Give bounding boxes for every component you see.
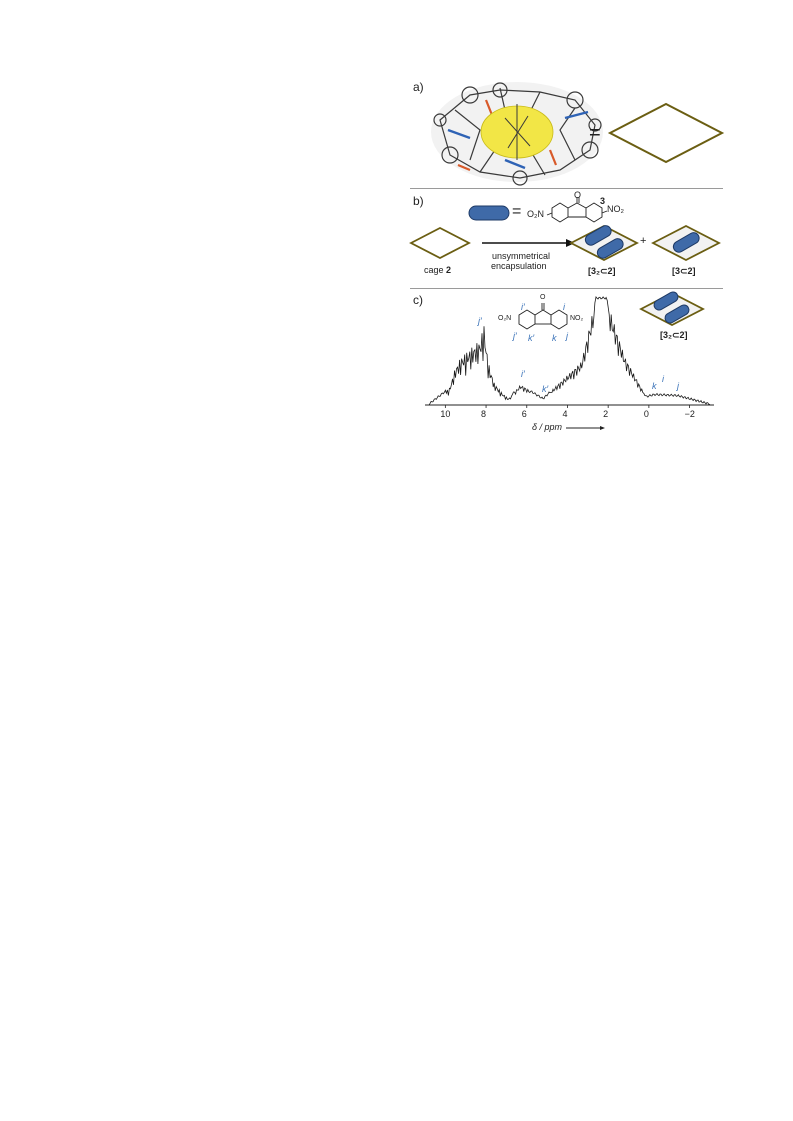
x-tick-label: −2 — [684, 409, 695, 419]
mol-label-i: i — [563, 302, 565, 312]
peak-label-k-prime: k′ — [542, 384, 549, 394]
inset-product-cage — [639, 291, 705, 327]
fluorenone-structure-c — [518, 303, 568, 330]
product-two-guest-label: [3₂⊂2] — [588, 266, 616, 276]
panel-c-label: c) — [413, 293, 423, 307]
nmr-spectrum — [425, 295, 714, 430]
x-tick-label: 0 — [643, 409, 649, 419]
mol-label-k: k — [552, 333, 557, 343]
panel-b-label: b) — [413, 194, 424, 208]
x-tick-label: 2 — [603, 409, 609, 419]
product-one-guest-label: [3⊂2] — [672, 266, 696, 276]
guest-pill-icon — [468, 205, 510, 221]
ketone-o-label: O — [574, 190, 582, 200]
divider-b-c — [410, 288, 723, 289]
fluorenone-structure-b — [546, 197, 608, 223]
inset-product-label: [3₂⊂2] — [660, 330, 688, 340]
crystal-structure-image — [431, 82, 603, 186]
cage-rhombus-a — [607, 102, 725, 164]
peak-label-j-prime: j′ — [478, 316, 482, 326]
no2-label: NO₂ — [607, 204, 624, 214]
peak-label-j: j — [677, 381, 679, 391]
mol-no2: NO₂ — [570, 315, 584, 322]
cage-2-label: cage 2 — [424, 265, 452, 275]
peak-label-i: i — [662, 374, 664, 384]
equals-sign-b: = — [512, 203, 522, 220]
spectrum-trace — [428, 295, 711, 406]
mol-o2n: O₂N — [498, 315, 512, 322]
peak-label-k: k — [652, 381, 657, 391]
x-axis-label: δ / ppm — [532, 422, 563, 432]
equals-sign-a: = — [589, 122, 601, 144]
mol-label-j-prime: j′ — [513, 331, 517, 341]
product-cage-one-guest — [651, 224, 721, 262]
x-tick-label: 8 — [481, 409, 487, 419]
peak-label-i-prime: i′ — [521, 369, 525, 379]
plus-sign: + — [640, 235, 647, 247]
arrow-text-line2: encapsulation — [491, 261, 547, 271]
x-tick-label: 6 — [521, 409, 527, 419]
x-tick-label: 4 — [562, 409, 568, 419]
o2n-label: O₂N — [527, 209, 544, 219]
empty-cage-b — [409, 226, 471, 260]
panel-a-label: a) — [413, 80, 424, 94]
arrow-text-line1: unsymmetrical — [492, 251, 551, 261]
mol-label-k-prime: k′ — [528, 333, 535, 343]
mol-label-j: j — [566, 331, 568, 341]
divider-a-b — [410, 188, 723, 189]
product-cage-two-guests — [569, 224, 639, 262]
compound-number: 3 — [600, 196, 606, 206]
mol-label-i-prime: i′ — [521, 302, 525, 312]
mol-o: O — [540, 294, 546, 301]
x-tick-label: 10 — [440, 409, 451, 419]
